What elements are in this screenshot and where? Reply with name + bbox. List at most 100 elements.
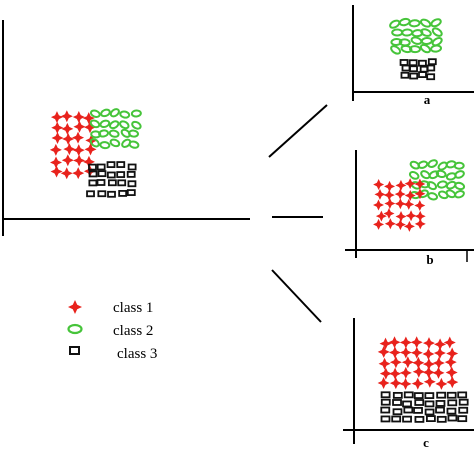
class-3-marker: [457, 415, 468, 423]
class-3-marker: [88, 170, 98, 178]
class-3-marker: [424, 408, 435, 416]
legend-label-class-3: class 3: [117, 346, 157, 362]
main-plot-points: [49, 108, 142, 198]
class-1-marker: [435, 377, 448, 390]
class-3-marker: [457, 391, 468, 399]
class-2-marker: [454, 170, 465, 179]
panel-b: b: [345, 150, 474, 267]
class-2-marker: [109, 108, 120, 118]
class-1-marker: [412, 365, 425, 378]
class-3-marker: [446, 391, 457, 399]
class-3-marker: [392, 399, 402, 406]
class-1-marker: [72, 111, 85, 124]
class-1-marker: [84, 143, 97, 156]
class-2-marker: [408, 19, 421, 28]
panel-b-label: b: [426, 252, 433, 267]
class-2-marker: [108, 129, 120, 138]
class-1-marker: [443, 336, 456, 349]
class-2-marker: [398, 17, 411, 27]
class-2-marker: [389, 19, 401, 29]
class-3-marker: [400, 71, 410, 79]
class-2-marker: [109, 120, 120, 130]
class-1-marker: [373, 218, 385, 230]
class-3-marker: [413, 406, 423, 414]
class-3-marker: [96, 179, 106, 186]
class-1-marker: [403, 198, 415, 210]
class-3-marker: [126, 189, 136, 196]
panel-a: a: [352, 5, 474, 107]
class-2-marker: [426, 181, 438, 191]
class-1-marker: [399, 336, 412, 349]
legend: class 1 class 2 class 3: [67, 300, 157, 362]
class-1-marker: [414, 218, 426, 230]
class-1-marker: [432, 366, 445, 379]
class-3-marker: [408, 59, 418, 67]
class-1-marker: [446, 347, 459, 360]
class-3-marker: [380, 406, 391, 414]
class-1-marker: [50, 165, 63, 178]
class-1-marker: [373, 179, 385, 191]
class-2-marker: [98, 129, 110, 138]
class-3-marker: [118, 190, 128, 197]
class-2-marker: [100, 108, 111, 118]
class-1-marker: [82, 155, 95, 168]
class-3-marker: [96, 163, 106, 171]
class-2-marker: [430, 44, 443, 53]
class-1-marker: [445, 366, 458, 379]
class-3-marker: [380, 415, 391, 423]
class-2-marker: [435, 169, 447, 179]
class-2-marker: [431, 27, 443, 37]
class-1-marker: [414, 178, 426, 190]
class-3-marker: [435, 406, 445, 414]
class-3-marker: [402, 415, 412, 423]
class-3-marker: [413, 392, 424, 399]
class-1-marker: [377, 376, 390, 389]
class-1-marker: [373, 199, 385, 211]
class-3-marker: [97, 190, 107, 198]
class-2-marker: [390, 37, 403, 47]
class-3-marker: [409, 65, 418, 73]
class-3-marker: [458, 406, 469, 414]
ellipse-icon: [67, 323, 83, 335]
class-1-marker: [375, 210, 387, 222]
class-2-marker: [128, 129, 140, 138]
class-3-marker: [401, 64, 411, 72]
class-3-marker: [117, 179, 127, 187]
class-3-marker: [106, 171, 116, 179]
class-3-marker: [126, 170, 136, 178]
class-3-marker: [409, 72, 419, 80]
class-1-marker: [405, 210, 417, 222]
class-3-marker: [418, 71, 427, 78]
class-3-marker: [436, 415, 447, 423]
class-2-marker: [89, 138, 100, 148]
class-2-marker: [89, 109, 101, 118]
class-1-marker: [389, 377, 402, 390]
class-1-marker: [412, 356, 425, 369]
class-3-marker: [88, 179, 98, 187]
class-2-marker: [419, 43, 431, 54]
class-3-marker: [418, 59, 427, 67]
class-3-marker: [426, 64, 436, 72]
class-2-marker: [119, 120, 130, 130]
class-2-marker: [453, 161, 465, 170]
class-2-marker: [409, 45, 422, 54]
class-3-marker: [425, 415, 436, 423]
class-1-marker: [399, 377, 412, 390]
class-1-marker: [394, 219, 406, 231]
class-1-marker: [388, 336, 401, 349]
class-1-marker: [384, 218, 396, 230]
class-1-marker: [82, 112, 95, 125]
class-1-marker: [404, 178, 416, 190]
class-1-marker: [399, 366, 412, 379]
class-2-marker: [417, 160, 429, 169]
class-3-marker: [436, 391, 447, 399]
class-1-marker: [377, 345, 390, 358]
class-1-marker: [63, 143, 76, 156]
class-1-marker: [49, 143, 62, 156]
class-3-marker: [107, 179, 117, 187]
class-1-marker: [83, 121, 96, 134]
class-1-marker: [434, 338, 447, 351]
panel-c-points: [377, 336, 469, 423]
class-1-marker: [444, 356, 457, 369]
class-1-marker: [395, 210, 407, 222]
